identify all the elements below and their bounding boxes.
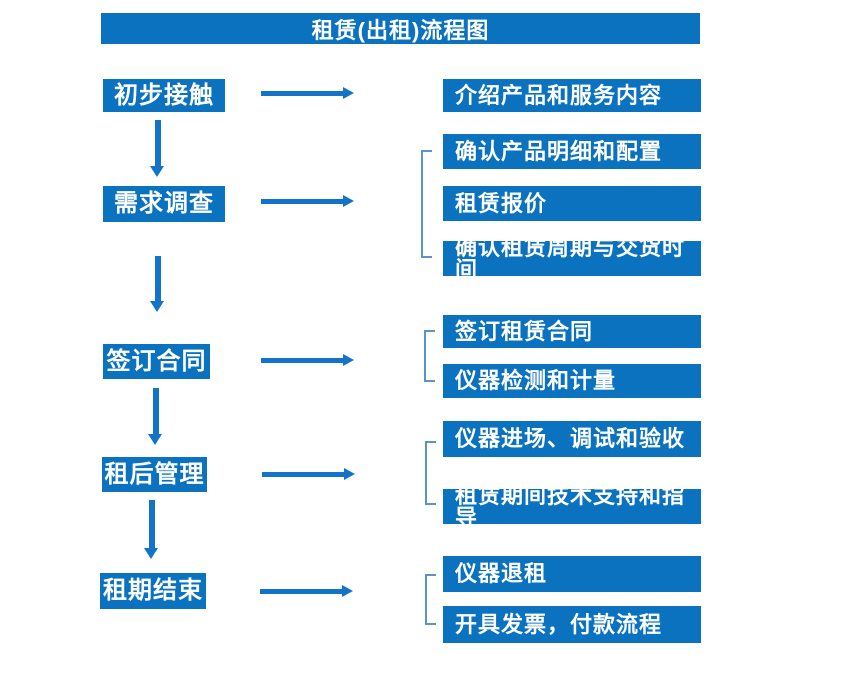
detail-box-invoice-payment: 开具发票，付款流程 [443, 606, 701, 643]
detail-label: 签订租赁合同 [455, 318, 594, 344]
detail-box-intro-products-services: 介绍产品和服务内容 [443, 79, 701, 112]
detail-box-rental-quote: 租赁报价 [443, 186, 701, 221]
detail-box-confirm-rental-period-delivery: 确认租赁周期与交货时间 [443, 236, 701, 280]
detail-box-instrument-setup-acceptance: 仪器进场、调试和验收 [443, 421, 701, 457]
detail-box-rental-tech-support: 租赁期间技术支持和指导 [443, 484, 701, 528]
right-arrow-icon-4 [262, 468, 355, 480]
detail-label: 确认产品明细和配置 [455, 138, 663, 164]
arrow-head [150, 166, 164, 177]
flowchart-title: 租赁(出租)流程图 [101, 13, 700, 44]
arrow-shaft [154, 256, 161, 302]
detail-label: 租赁报价 [455, 190, 548, 216]
arrow-head [148, 434, 162, 445]
down-arrow-icon-2 [150, 256, 165, 312]
group-bracket-4 [425, 574, 436, 625]
detail-box-confirm-product-config: 确认产品明细和配置 [443, 134, 701, 169]
arrow-head [144, 548, 158, 559]
arrow-shaft [261, 357, 343, 363]
arrow-head [344, 468, 355, 480]
down-arrow-icon-4 [144, 500, 159, 559]
detail-box-instrument-return: 仪器退租 [443, 556, 701, 592]
arrow-shaft [148, 500, 155, 549]
arrow-shaft [152, 388, 159, 435]
step-box-lease-end: 租期结束 [100, 573, 206, 609]
arrow-head [342, 585, 353, 597]
right-arrow-icon-5 [260, 585, 353, 597]
step-label: 初步接触 [114, 81, 214, 109]
detail-label: 介绍产品和服务内容 [455, 82, 663, 108]
right-arrow-icon-3 [261, 354, 354, 366]
arrow-shaft [260, 588, 342, 594]
arrow-shaft [261, 90, 343, 96]
arrow-shaft [261, 198, 343, 204]
down-arrow-icon-3 [148, 388, 163, 445]
step-label: 租后管理 [104, 460, 205, 488]
step-box-needs-survey: 需求调查 [103, 186, 225, 222]
arrow-head [343, 354, 354, 366]
detail-label: 确认租赁周期与交货时间 [455, 234, 686, 282]
flowchart-title-label: 租赁(出租)流程图 [311, 17, 490, 43]
arrow-head [343, 87, 354, 99]
right-arrow-icon-1 [261, 87, 354, 99]
detail-label: 租赁期间技术支持和指导 [455, 482, 686, 530]
step-label: 需求调查 [114, 190, 214, 217]
step-label: 租期结束 [103, 577, 203, 604]
detail-label: 开具发票，付款流程 [455, 611, 663, 637]
group-bracket-1 [421, 150, 432, 258]
detail-label: 仪器退租 [455, 561, 548, 586]
arrow-shaft [154, 120, 161, 167]
step-box-post-rental-management: 租后管理 [102, 457, 207, 492]
group-bracket-2 [424, 330, 435, 382]
detail-box-sign-rental-contract: 签订租赁合同 [443, 315, 701, 348]
detail-label: 仪器检测和计量 [455, 368, 617, 393]
down-arrow-icon-1 [150, 120, 165, 177]
arrow-shaft [262, 471, 344, 477]
arrow-head [343, 195, 354, 207]
step-box-initial-contact: 初步接触 [103, 79, 225, 112]
detail-label: 仪器进场、调试和验收 [455, 426, 686, 451]
step-label: 签订合同 [106, 347, 207, 375]
step-box-sign-contract: 签订合同 [103, 344, 210, 379]
detail-box-instrument-inspection-metering: 仪器检测和计量 [443, 364, 701, 398]
group-bracket-3 [425, 441, 436, 505]
right-arrow-icon-2 [261, 195, 354, 207]
arrow-head [150, 301, 164, 312]
